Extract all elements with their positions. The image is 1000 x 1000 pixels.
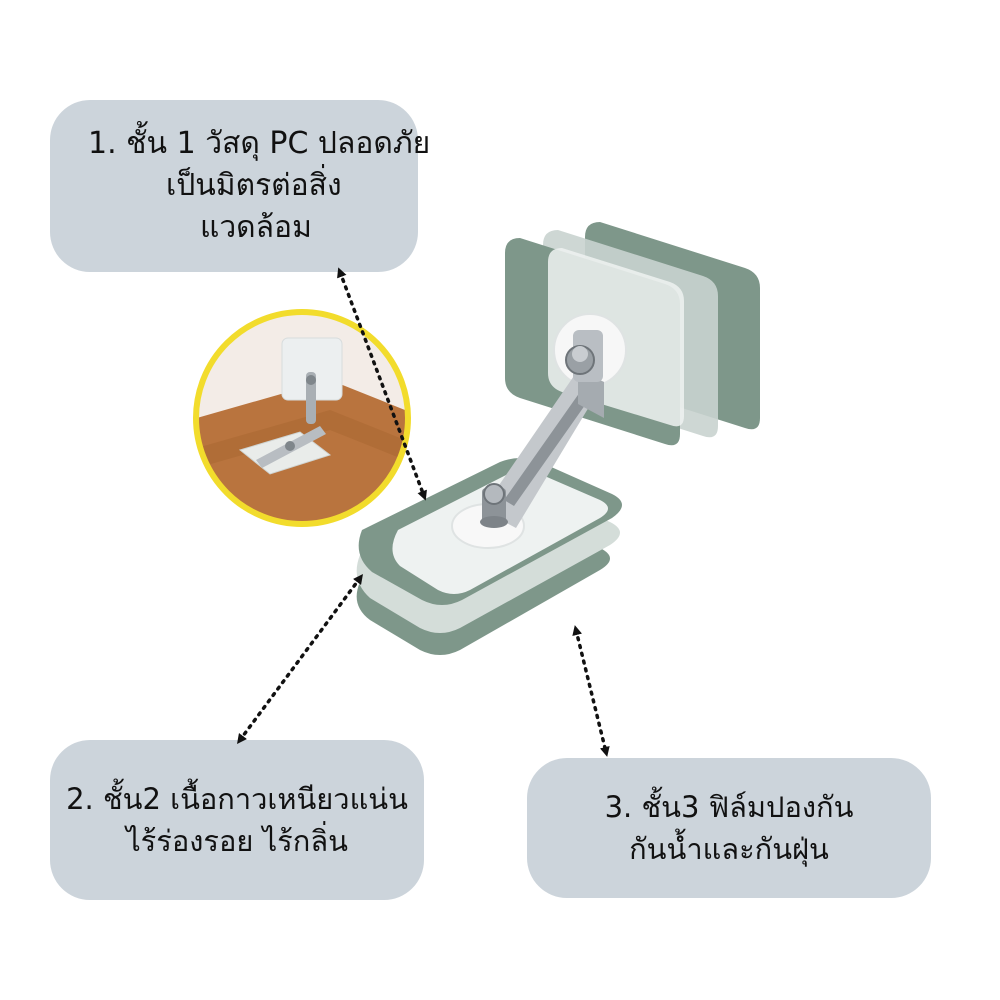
- wall-adhesive-layers: [505, 222, 760, 446]
- arrow-callout-2: [237, 573, 363, 745]
- callout-layer-2: 2. ชั้น2 เนื้อกาวเหนียวแน่น ไร้ร่องรอย ไ…: [50, 740, 424, 900]
- floor-adhesive-layers: [356, 458, 622, 655]
- callout-layer-3: 3. ชั้น3 ฟิล์มปองกัน กันน้ำและกันฝุ่น: [527, 758, 931, 898]
- callout-2-line-2: ไร้ร่องรอย ไร้กลิ่น: [126, 824, 348, 858]
- callout-1-line-2: เป็นมิตรต่อสิ่ง: [166, 168, 342, 203]
- inset-photo: [193, 309, 411, 527]
- arrow-callout-3: [572, 625, 610, 757]
- callout-1-line-1: 1. ชั้น 1 วัสดุ PC ปลอดภัย: [88, 126, 431, 161]
- callout-1-line-3: แวดล้อม: [200, 210, 312, 245]
- arrow-callout-1: [337, 267, 427, 501]
- callout-3-line-2: กันน้ำและกันฝุ่น: [629, 832, 829, 866]
- callout-2-line-1: 2. ชั้น2 เนื้อกาวเหนียวแน่น: [66, 782, 408, 816]
- callout-layer-1: 1. ชั้น 1 วัสดุ PC ปลอดภัย เป็นมิตรต่อสิ…: [50, 100, 430, 272]
- metal-bracket: [480, 330, 604, 528]
- callout-3-line-1: 3. ชั้น3 ฟิล์มปองกัน: [604, 790, 854, 824]
